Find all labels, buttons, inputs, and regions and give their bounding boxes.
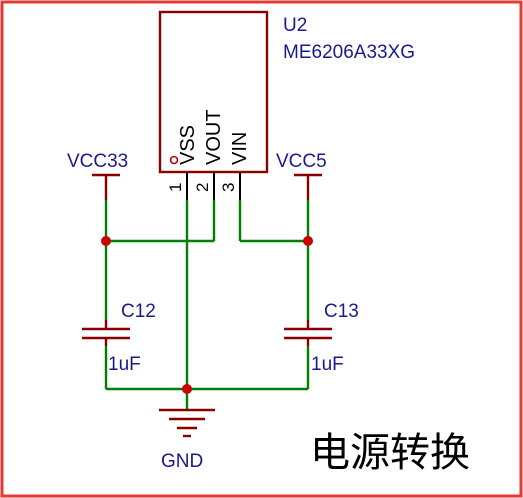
junction-vcc5 [303,236,313,246]
gnd-label: GND [161,451,203,472]
pin1-marker [169,155,179,165]
u2-part-number: ME6206A33XG [283,42,415,63]
c12-designator: C12 [121,301,156,322]
vcc33-label: VCC33 [67,151,128,172]
pin-name-vin: VIN [229,132,251,165]
pin-number-1: 1 [166,183,185,192]
pin-name-vout: VOUT [203,109,225,165]
pin-number-3: 3 [219,183,238,192]
gnd-symbol[interactable] [159,408,215,438]
pin-number-2: 2 [193,183,212,192]
pin-name-vss: VSS [177,125,199,165]
vcc5-label: VCC5 [276,151,327,172]
junction-gnd [182,384,192,394]
sheet-title: 电源转换 [310,430,470,476]
c13-designator: C13 [324,301,359,322]
u2-designator: U2 [283,15,307,36]
c13-value: 1uF [311,354,344,375]
c12-value: 1uF [108,354,141,375]
junction-vcc33 [101,236,111,246]
